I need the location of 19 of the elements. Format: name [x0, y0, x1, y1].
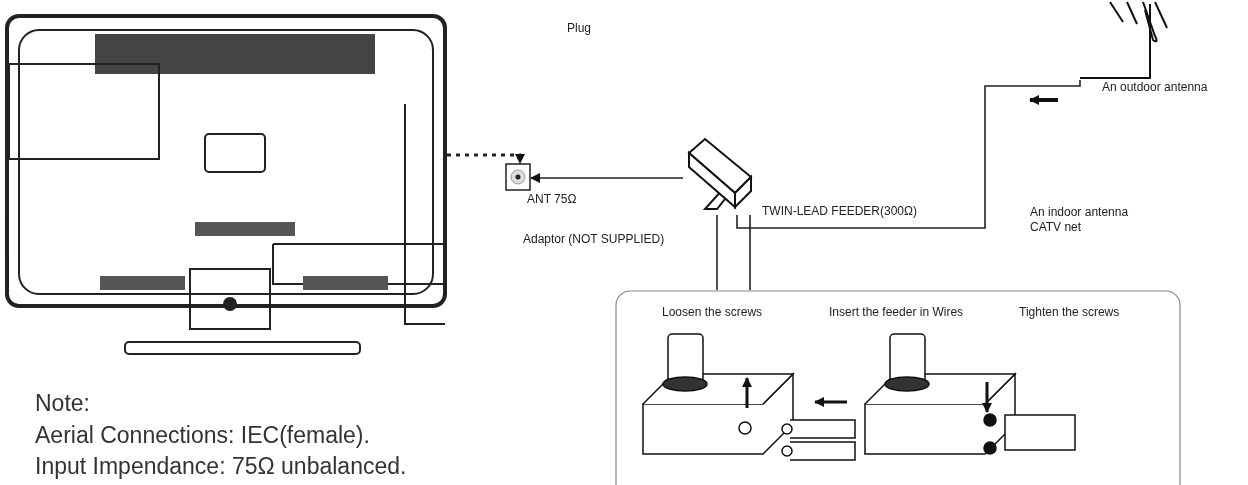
part-label: Adaptor (NOT SUPPLIED): [523, 232, 665, 246]
part-label: An outdoor antenna: [1102, 80, 1208, 94]
leader-line: [716, 214, 751, 291]
antenna-socket: [505, 163, 531, 191]
text-label: An indoor antenna CATV net: [1030, 205, 1130, 235]
note-heading: Note:: [35, 390, 90, 417]
step-label: Tighten the screws: [1019, 305, 1120, 319]
inset-panel: [615, 290, 1181, 485]
text-label: Plug: [567, 21, 592, 35]
dotted-arrow: [447, 153, 525, 164]
edge-label: TWIN-LEAD FEEDER(300Ω): [762, 204, 917, 218]
tv-back-drawing: [5, 14, 447, 357]
step-label: Insert the feeder in Wires: [829, 305, 964, 319]
step-label: Loosen the screws: [662, 305, 763, 319]
note-text: Input Impendance: 75Ω unbalanced.: [35, 453, 407, 480]
feeder-cable: [736, 79, 1081, 229]
arrow: [530, 173, 684, 183]
note-text: Aerial Connections: IEC(female).: [35, 422, 370, 449]
part-label: ANT 75Ω: [527, 192, 577, 206]
